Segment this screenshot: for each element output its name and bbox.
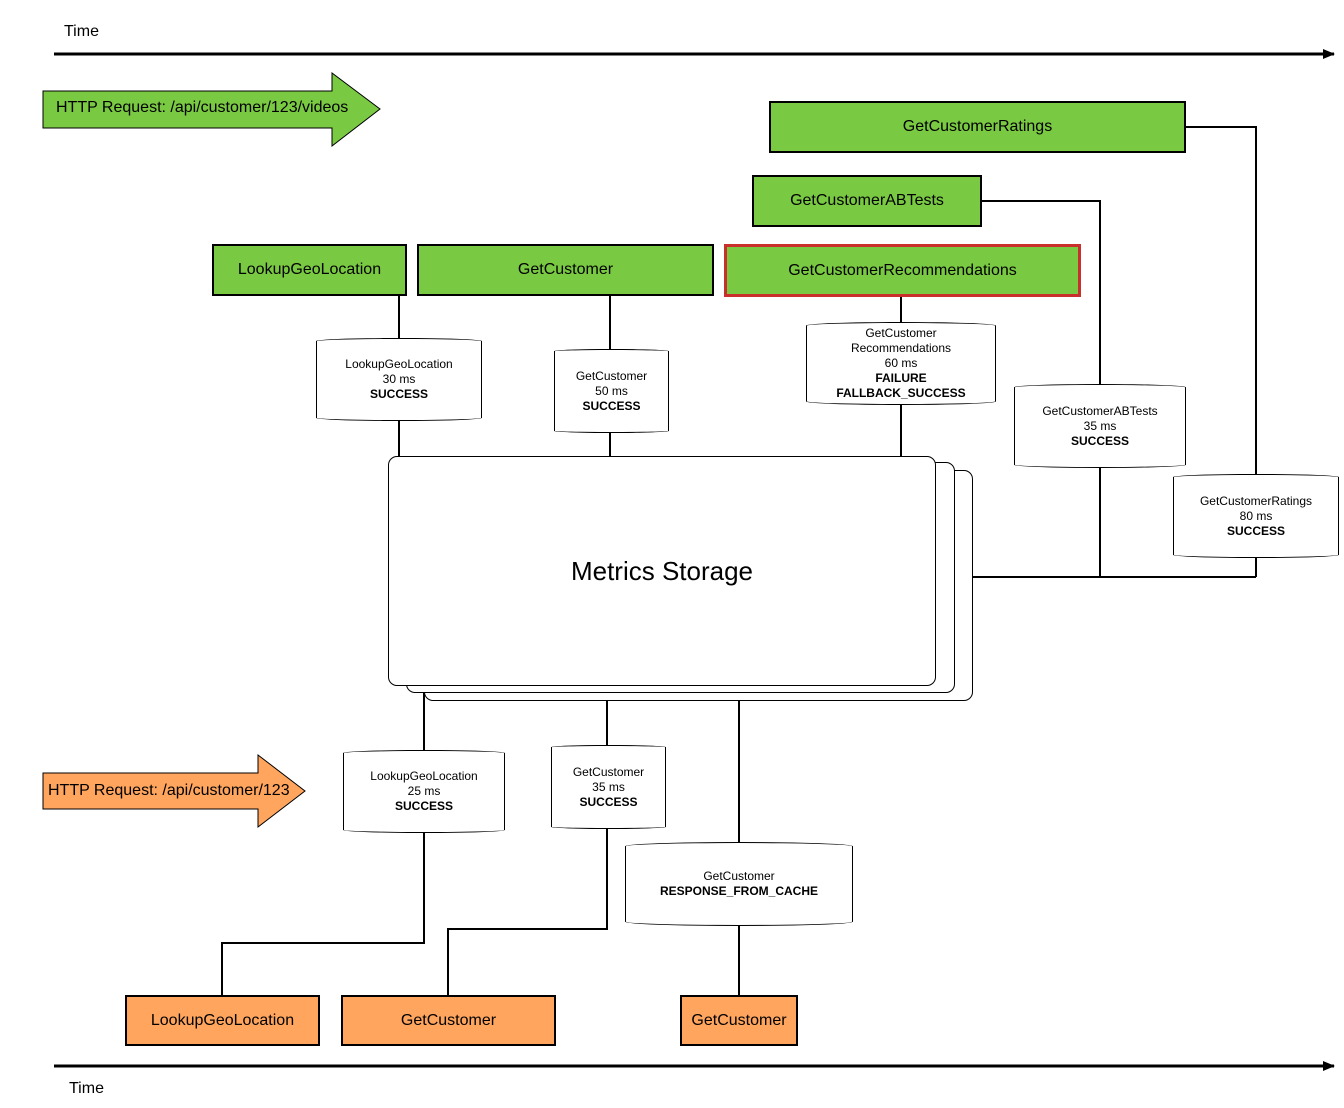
- metric-name: LookupGeoLocation: [370, 769, 478, 783]
- metric-name: LookupGeoLocation: [345, 357, 453, 371]
- metric-status: SUCCESS: [1226, 523, 1285, 538]
- metric-get-customer-recommendations: GetCustomer Recommendations 60 ms FAILUR…: [806, 322, 996, 405]
- command-get-customer-ratings: GetCustomerRatings: [769, 101, 1186, 153]
- connector-lookup-geo-bottom: [221, 685, 425, 995]
- metric-get-customer-cached: GetCustomer RESPONSE_FROM_CACHE: [625, 842, 853, 926]
- request-arrow-bottom: [42, 753, 306, 829]
- metric-name: GetCustomer: [703, 869, 775, 883]
- command-get-customer: GetCustomer: [417, 244, 714, 296]
- metric-get-customer-ratings: GetCustomerRatings 80 ms SUCCESS: [1173, 474, 1339, 558]
- metrics-storage: Metrics Storage: [388, 456, 936, 686]
- metric-status: SUCCESS: [582, 398, 641, 413]
- metric-name: GetCustomerRatings: [1199, 493, 1313, 508]
- metric-latency: 35 ms: [592, 779, 625, 794]
- metric-name: GetCustomer: [572, 764, 645, 779]
- metric-get-customer-top: GetCustomer 50 ms SUCCESS: [554, 349, 669, 433]
- metric-status: RESPONSE_FROM_CACHE: [659, 884, 819, 898]
- request-arrow-top: [42, 72, 381, 148]
- command-lookup-geolocation-bottom: LookupGeoLocation: [125, 995, 320, 1046]
- metric-get-customer-bottom: GetCustomer 35 ms SUCCESS: [551, 745, 666, 829]
- metric-name: GetCustomerABTests: [1042, 403, 1158, 418]
- metric-status: FAILURE: [875, 371, 927, 385]
- command-get-customer-abtests: GetCustomerABTests: [752, 175, 982, 227]
- metric-status: SUCCESS: [1070, 433, 1129, 448]
- metric-latency: 60 ms: [884, 356, 918, 370]
- metric-status: SUCCESS: [394, 799, 453, 813]
- metric-name-line1: GetCustomer: [865, 326, 937, 340]
- metric-latency: 35 ms: [1083, 418, 1117, 433]
- connector-ratings-top: [1185, 126, 1257, 577]
- metric-name: GetCustomer: [575, 368, 648, 383]
- request-label-top: HTTP Request: /api/customer/123/videos: [56, 99, 349, 116]
- metric-get-customer-abtests: GetCustomerABTests 35 ms SUCCESS: [1014, 384, 1186, 468]
- metric-status: SUCCESS: [579, 794, 638, 809]
- command-get-customer-cached: GetCustomer: [680, 995, 798, 1046]
- metrics-storage-label: Metrics Storage: [570, 555, 754, 586]
- metric-lookup-geolocation-bottom: LookupGeoLocation 25 ms SUCCESS: [343, 750, 505, 833]
- metric-latency: 50 ms: [595, 383, 628, 398]
- metric-lookup-geolocation-top: LookupGeoLocation 30 ms SUCCESS: [316, 338, 482, 421]
- metric-name-line2: Recommendations: [850, 341, 952, 355]
- connector-abtests-top: [981, 200, 1101, 577]
- metric-latency: 80 ms: [1239, 508, 1273, 523]
- command-get-customer-bottom: GetCustomer: [341, 995, 556, 1046]
- connector-get-customer-bottom: [447, 685, 608, 995]
- metric-status-fallback: FALLBACK_SUCCESS: [836, 386, 966, 400]
- time-label-top: Time: [64, 23, 99, 40]
- command-lookup-geolocation: LookupGeoLocation: [212, 244, 407, 296]
- time-label-bottom: Time: [69, 1080, 104, 1097]
- metric-latency: 25 ms: [407, 784, 441, 798]
- request-label-bottom: HTTP Request: /api/customer/123: [48, 782, 290, 799]
- command-get-customer-recommendations: GetCustomerRecommendations: [724, 244, 1081, 297]
- metric-latency: 30 ms: [382, 372, 416, 386]
- metric-status: SUCCESS: [369, 387, 428, 401]
